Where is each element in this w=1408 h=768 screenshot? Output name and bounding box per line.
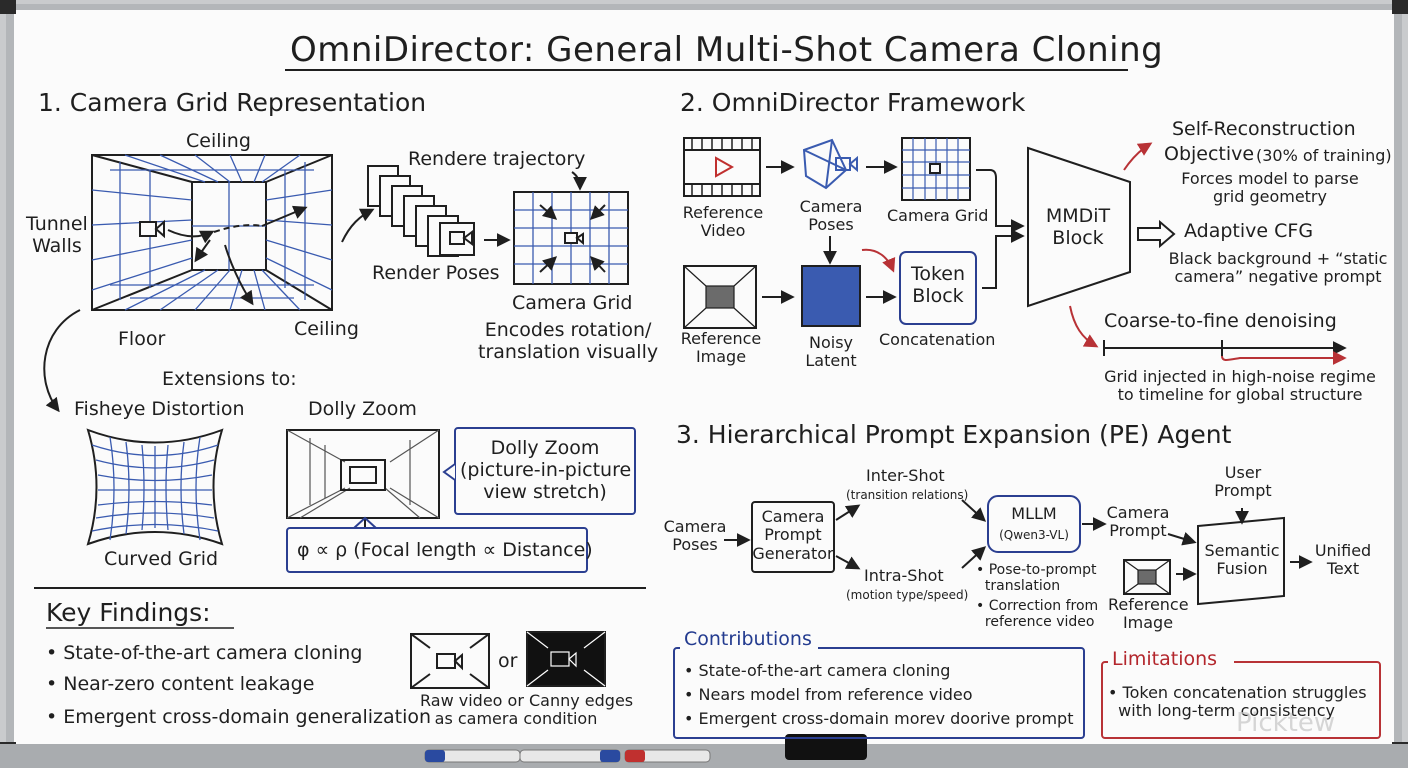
objective-label: Objective [1164,143,1255,165]
dolly-zoom-box-text: Dolly Zoom (picture-in-picture view stre… [460,437,632,503]
mllm-bullet-2: • Correction from reference video [976,598,1099,631]
mmdit-block-label: MMDiT Block [1045,205,1111,249]
unified-text-label: Unified Text [1314,541,1372,579]
fisheye-curved-grid [86,428,224,546]
tunnel-grid-diagram [91,154,333,311]
mllm-sub: (Qwen3-VL) [999,528,1069,542]
camera-grid-label-2: Camera Grid [887,206,989,225]
board-surface [14,10,1394,744]
coarse-to-fine-label: Coarse-to-fine denoising [1104,310,1337,332]
curved-grid-label: Curved Grid [104,548,219,570]
user-prompt-label: User Prompt [1214,463,1272,501]
dolly-zoom-label: Dolly Zoom [308,398,417,420]
marker-tray [424,734,867,763]
ceiling-bottom-label: Ceiling [294,318,359,340]
section3-heading: 3. Hierarchical Prompt Expansion (PE) Ag… [676,420,1232,449]
mllm-bullet-1: • Pose-to-prompt translation [976,562,1097,595]
camera-prompt-generator-label: Camera Prompt Generator [752,507,834,563]
ceiling-top-label: Ceiling [186,130,251,152]
pe-reference-image-label: Reference Image [1108,595,1189,633]
inter-shot-sub: (transition relations) [846,488,969,502]
self-reconstruction-label: Self-Reconstruction [1172,118,1356,140]
grid-injected-text: Grid injected in high-noise regime to ti… [1104,367,1376,405]
noisy-latent-label: Noisy Latent [805,333,857,371]
mllm-label: MLLM [1011,504,1057,523]
concatenation-label: Concatenation [879,330,996,349]
camera-condition-caption: Raw video or Canny edges as camera condi… [420,691,634,729]
intra-shot-label: Intra-Shot [864,566,944,585]
fisheye-label: Fisheye Distortion [74,398,245,420]
camera-condition-images [410,631,606,689]
camera-grid-label: Camera Grid [512,292,633,314]
semantic-fusion-label: Semantic Fusion [1204,541,1280,579]
finding-item-1: • State-of-the-art camera cloning [46,642,363,664]
extensions-label: Extensions to: [162,368,297,390]
focal-formula: φ ∝ ρ (Focal length ∝ Distance) [297,539,593,561]
finding-item-3: • Emergent cross-domain generalization [46,706,432,728]
camera-prompt-label: Camera Prompt [1106,503,1170,541]
floor-label: Floor [118,328,166,350]
finding-item-2: • Near-zero content leakage [46,673,315,695]
camera-grid-description: Encodes rotation/ translation visually [478,319,659,363]
section2-heading: 2. OmniDirector Framework [680,88,1026,117]
camera-poses-label: Camera Poses [799,197,863,235]
camera-grid-section1 [513,191,629,285]
limitation-item-1: • Token concatenation struggles with lon… [1108,683,1367,721]
inter-shot-label: Inter-Shot [866,466,945,485]
contribution-item-3: • Emergent cross-domain morev doorive pr… [684,709,1074,728]
render-poses-stack [341,165,587,257]
reference-image-label: Reference Image [680,329,762,367]
reference-video-label: Reference Video [682,203,764,241]
rendere-trajectory-label: Rendere trajectory [408,148,586,170]
token-block-label: Token Block [910,263,966,307]
contribution-item-1: • State-of-the-art camera cloning [684,661,951,680]
adaptive-cfg-label: Adaptive CFG [1184,220,1314,242]
or-label: or [498,650,518,672]
render-poses-label: Render Poses [372,262,500,284]
limitations-heading: Limitations [1112,648,1218,670]
pe-camera-poses-label: Camera Poses [663,517,727,555]
tunnel-walls-label: Tunnel Walls [26,213,88,257]
dolly-zoom-sketch [286,427,636,573]
framework-diagram [683,137,1347,356]
adaptive-cfg-desc: Black background + “static camera” negat… [1168,249,1388,287]
watermark: Picktew [1236,708,1336,738]
main-title: OmniDirector: General Multi-Shot Camera … [290,30,1164,70]
objective-percent: (30% of training) [1256,146,1392,165]
key-findings-heading: Key Findings: [46,598,211,627]
forces-model-text: Forces model to parse grid geometry [1181,169,1359,207]
intra-shot-sub: (motion type/speed) [846,588,969,602]
section1-heading: 1. Camera Grid Representation [38,88,427,117]
contributions-heading: Contributions [684,628,812,650]
pe-agent-diagram [724,495,1313,606]
contribution-item-2: • Nears model from reference video [684,685,973,704]
